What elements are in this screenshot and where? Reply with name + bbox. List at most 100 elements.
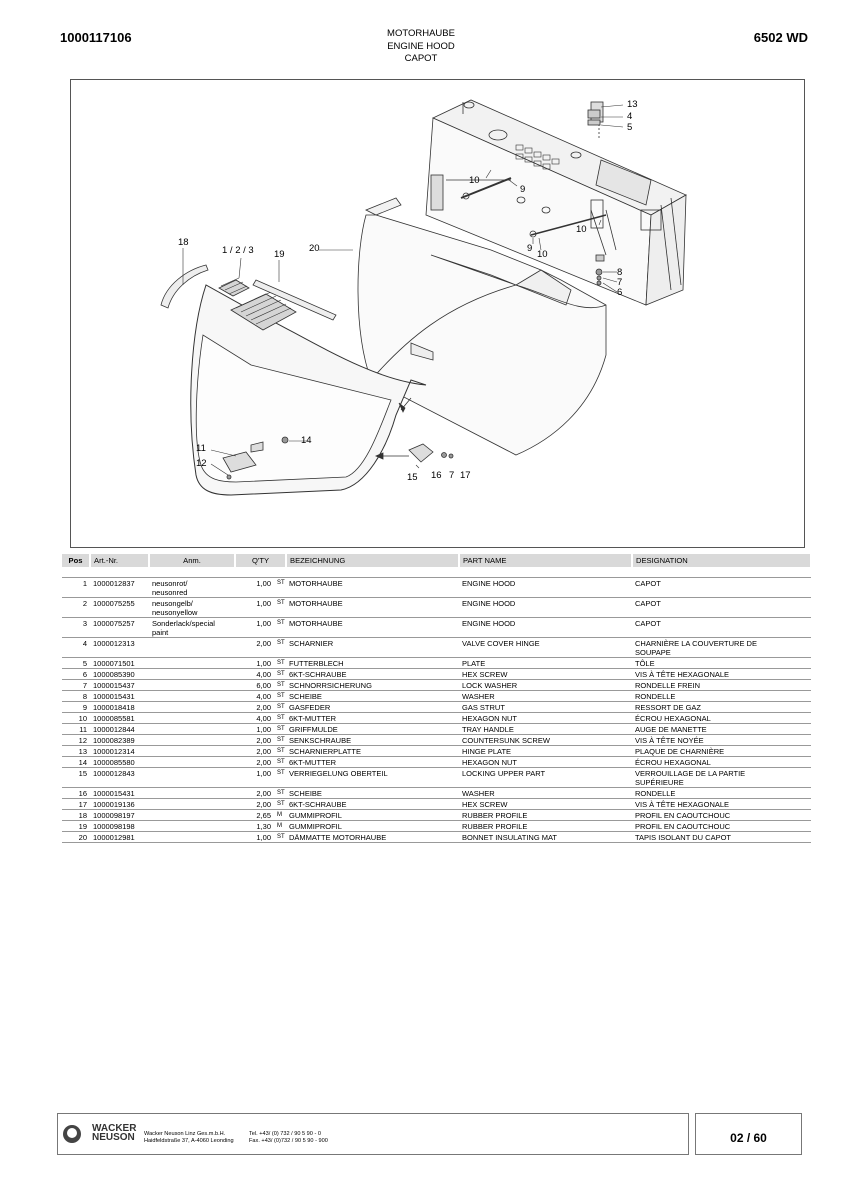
row-bezeichnung: MOTORHAUBE: [286, 597, 459, 618]
callout-7: 7: [449, 470, 455, 481]
tray-handle-drawing: [222, 451, 257, 480]
row-part-name: WASHER: [459, 787, 632, 799]
row-unit: ST: [274, 787, 286, 799]
logo-wordmark: WACKER NEUSON: [92, 1124, 136, 1143]
row-part-name: RUBBER PROFILE: [459, 809, 632, 821]
row-remark: [149, 712, 235, 724]
row-article-number: 1000015437: [90, 679, 149, 691]
row-article-number: 1000075257: [90, 617, 149, 638]
row-remark: [149, 831, 235, 843]
row-quantity: 1,00: [235, 617, 274, 638]
row-remark: [149, 723, 235, 735]
row-part-name: BONNET INSULATING MAT: [459, 831, 632, 843]
row-designation: TÔLE: [632, 657, 811, 669]
row-unit: ST: [274, 767, 286, 788]
row-bezeichnung: SCHARNIER: [286, 637, 459, 658]
row-quantity: 6,00: [235, 679, 274, 691]
row-bezeichnung: DÄMMATTE MOTORHAUBE: [286, 831, 459, 843]
row-pos: 18: [62, 809, 90, 821]
row-unit: ST: [274, 798, 286, 810]
telephone: Tel. +43/ (0) 732 / 90 5 90 - 0: [249, 1131, 321, 1137]
row-bezeichnung: VERRIEGELUNG OBERTEIL: [286, 767, 459, 788]
row-part-name: VALVE COVER HINGE: [459, 637, 632, 658]
row-pos: 10: [62, 712, 90, 724]
company-name: Wacker Neuson Linz Ges.m.b.H.: [144, 1131, 226, 1137]
row-designation: ÉCROU HEXAGONAL: [632, 712, 811, 724]
row-article-number: 1000098198: [90, 820, 149, 832]
row-designation: VIS À TÊTE NOYÉE: [632, 734, 811, 746]
row-quantity: 1,00: [235, 831, 274, 843]
row-unit: ST: [274, 831, 286, 843]
row-unit: ST: [274, 637, 286, 658]
callout-6: 6: [617, 287, 623, 298]
row-pos: 3: [62, 617, 90, 638]
row-article-number: 1000098197: [90, 809, 149, 821]
document-title: MOTORHAUBE ENGINE HOOD CAPOT: [321, 28, 521, 66]
row-bezeichnung: SCHEIBE: [286, 690, 459, 702]
row-unit: ST: [274, 657, 286, 669]
row-designation: CAPOT: [632, 577, 811, 598]
row-quantity: 1,00: [235, 723, 274, 735]
row-designation: CHARNIÈRE LA COUVERTURE DE SOUPAPE: [632, 637, 811, 658]
row-designation: PLAQUE DE CHARNIÈRE: [632, 745, 811, 757]
row-pos: 17: [62, 798, 90, 810]
row-unit: M: [274, 820, 286, 832]
row-designation: RONDELLE FREIN: [632, 679, 811, 691]
row-designation: ÉCROU HEXAGONAL: [632, 756, 811, 768]
row-unit: ST: [274, 577, 286, 598]
row-remark: [149, 809, 235, 821]
row-bezeichnung: SCHARNIERPLATTE: [286, 745, 459, 757]
row-pos: 1: [62, 577, 90, 598]
row-pos: 20: [62, 831, 90, 843]
exploded-view-drawing: 13 4 5 10 9 10 9 10 8 7 6 18 1 / 2 / 3 1…: [70, 79, 805, 548]
callout-5: 5: [627, 122, 633, 133]
header-part-name: PART NAME: [459, 554, 633, 567]
wacker-neuson-logo-icon: [63, 1125, 81, 1143]
row-pos: 11: [62, 723, 90, 735]
row-quantity: 2,00: [235, 787, 274, 799]
fax: Fax. +43/ (0)732 / 90 5 90 - 900: [249, 1138, 328, 1144]
row-unit: ST: [274, 756, 286, 768]
header-article-number: Art.-Nr.: [90, 554, 150, 567]
row-pos: 9: [62, 701, 90, 713]
row-part-name: ENGINE HOOD: [459, 617, 632, 638]
table-spacer-row: [62, 567, 811, 578]
row-remark: [149, 767, 235, 788]
row-designation: PROFIL EN CAOUTCHOUC: [632, 820, 811, 832]
row-designation: RONDELLE: [632, 787, 811, 799]
row-quantity: 2,00: [235, 745, 274, 757]
row-bezeichnung: FUTTERBLECH: [286, 657, 459, 669]
row-unit: ST: [274, 712, 286, 724]
row-article-number: 1000071501: [90, 657, 149, 669]
callout-11: 11: [196, 443, 206, 454]
logo-line-2: NEUSON: [92, 1132, 135, 1143]
row-remark: [149, 745, 235, 757]
row-remark: [149, 701, 235, 713]
engine-hood-illustration: [160, 99, 687, 496]
row-bezeichnung: MOTORHAUBE: [286, 617, 459, 638]
title-german: MOTORHAUBE: [387, 28, 455, 39]
callout-9: 9: [527, 243, 533, 254]
row-part-name: LOCK WASHER: [459, 679, 632, 691]
row-part-name: HEXAGON NUT: [459, 712, 632, 724]
row-designation: VERROUILLAGE DE LA PARTIE SUPÉRIEURE: [632, 767, 811, 788]
row-part-name: TRAY HANDLE: [459, 723, 632, 735]
row-quantity: 2,00: [235, 798, 274, 810]
row-pos: 19: [62, 820, 90, 832]
header-remark: Anm.: [149, 554, 236, 567]
row-part-name: WASHER: [459, 690, 632, 702]
callout-8: 8: [617, 267, 623, 278]
row-unit: M: [274, 809, 286, 821]
row-pos: 13: [62, 745, 90, 757]
header-quantity: Q'TY: [235, 554, 287, 567]
row-remark: [149, 637, 235, 658]
row-article-number: 1000012981: [90, 831, 149, 843]
